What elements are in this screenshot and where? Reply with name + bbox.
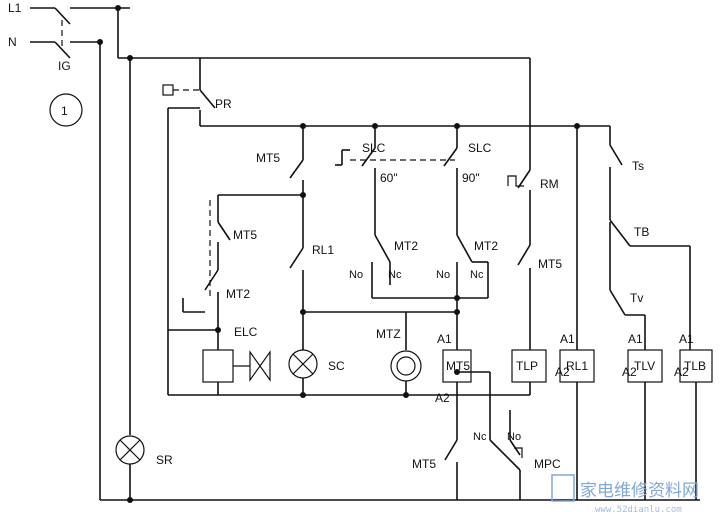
- tlp-coil: [511, 349, 547, 383]
- watermark-book-icon: [551, 474, 575, 502]
- label-pr: PR: [215, 97, 232, 111]
- label-no-b: No: [436, 269, 450, 281]
- label-ts: Ts: [632, 159, 644, 173]
- label-ig: IG: [58, 59, 71, 73]
- junction-dot: [215, 327, 221, 333]
- label-rl1: RL1: [312, 243, 334, 257]
- coil-label-tlv: TLV: [634, 359, 655, 373]
- coil-label-mt5: MT5: [446, 359, 470, 373]
- label-nc-a: Nc: [388, 269, 402, 281]
- label-a1-rl1: A1: [560, 332, 575, 346]
- label-mt5-bottom: MT5: [412, 457, 436, 471]
- label-sr: SR: [156, 453, 173, 467]
- label-slc-left: SLC: [362, 141, 386, 155]
- label-a1-mt5: A1: [437, 332, 452, 346]
- supply-lines: [30, 7, 130, 59]
- label-60s: 60": [380, 171, 398, 185]
- watermark-url: www.52dianlu.com: [595, 505, 682, 515]
- label-nc-low: Nc: [473, 431, 487, 443]
- label-mt5-right: MT5: [538, 257, 562, 271]
- junction-dot: [454, 309, 460, 315]
- section-marker: [49, 93, 83, 127]
- coil-label-tlp: TLP: [516, 359, 538, 373]
- coil-label-rl1: RL1: [566, 359, 588, 373]
- label-a1-tlv: A1: [628, 332, 643, 346]
- label-no-low: No: [507, 431, 521, 443]
- label-mtz: MTZ: [376, 327, 401, 341]
- label-mt5-top: MT5: [256, 151, 280, 165]
- coil-label-tlb: TLB: [684, 359, 706, 373]
- label-a2-tlv: A2: [622, 365, 637, 379]
- label-tv: Tv: [630, 291, 643, 305]
- label-a2-rl1: A2: [555, 365, 570, 379]
- label-a2-tlb: A2: [674, 365, 689, 379]
- junction-dot: [454, 295, 460, 301]
- junction-dot: [115, 5, 121, 11]
- mtz-motor: [390, 350, 422, 382]
- label-mt2-b: MT2: [474, 239, 498, 253]
- junction-dot: [454, 369, 460, 375]
- label-slc-right: SLC: [468, 141, 492, 155]
- label-sc: SC: [328, 359, 345, 373]
- watermark-text: 家电维修资料网: [580, 481, 699, 501]
- label-a2-mt5: A2: [435, 391, 450, 405]
- label-mt5-mid: MT5: [233, 228, 257, 242]
- label-a1-tlb: A1: [679, 332, 694, 346]
- label-90s: 90": [462, 171, 480, 185]
- elc-coil: [202, 349, 234, 383]
- label-n: N: [8, 35, 17, 49]
- watermark: 家电维修资料网 www.52dianlu.com: [551, 474, 699, 515]
- label-elc: ELC: [234, 325, 258, 339]
- elc-valve: [249, 350, 271, 382]
- label-mt2-a: MT2: [394, 239, 418, 253]
- label-l1: L1: [8, 1, 22, 15]
- label-tb: TB: [634, 225, 649, 239]
- label-mpc: MPC: [534, 457, 561, 471]
- marker-number: 1: [61, 104, 68, 118]
- label-no-a: No: [349, 269, 363, 281]
- label-mt2-left: MT2: [226, 287, 250, 301]
- label-nc-b: Nc: [470, 269, 484, 281]
- junction-dot: [97, 39, 103, 45]
- label-rm: RM: [540, 177, 559, 191]
